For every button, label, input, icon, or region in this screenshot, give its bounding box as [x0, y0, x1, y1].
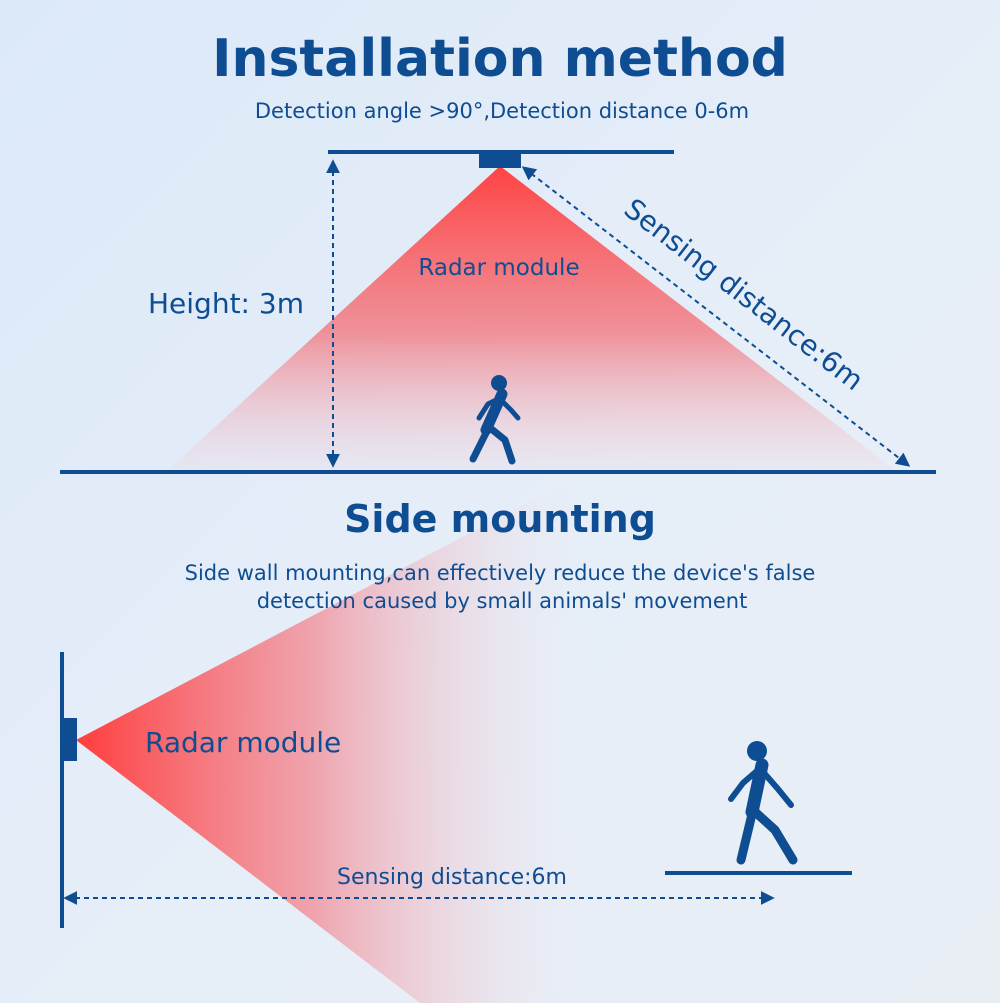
walking-person-icon	[469, 375, 521, 465]
side-mounting-description-line2: detection caused by small animals' movem…	[257, 589, 748, 613]
page-subtitle: Detection angle >90°,Detection distance …	[255, 99, 749, 123]
side-radar-module	[60, 718, 77, 761]
side-distance-label: Sensing distance:6m	[337, 865, 567, 890]
ceiling-radar-module	[479, 152, 521, 168]
page-title: Installation method	[212, 29, 788, 89]
side-radar-beam	[76, 470, 600, 1003]
side-module-label: Radar module	[145, 726, 341, 759]
side-mounting-title: Side mounting	[344, 497, 656, 541]
walking-person-icon	[728, 741, 798, 865]
ceiling-module-label: Radar module	[418, 255, 579, 281]
side-mounting-description-line1: Side wall mounting,can effectively reduc…	[185, 561, 816, 585]
height-label: Height: 3m	[148, 287, 304, 320]
